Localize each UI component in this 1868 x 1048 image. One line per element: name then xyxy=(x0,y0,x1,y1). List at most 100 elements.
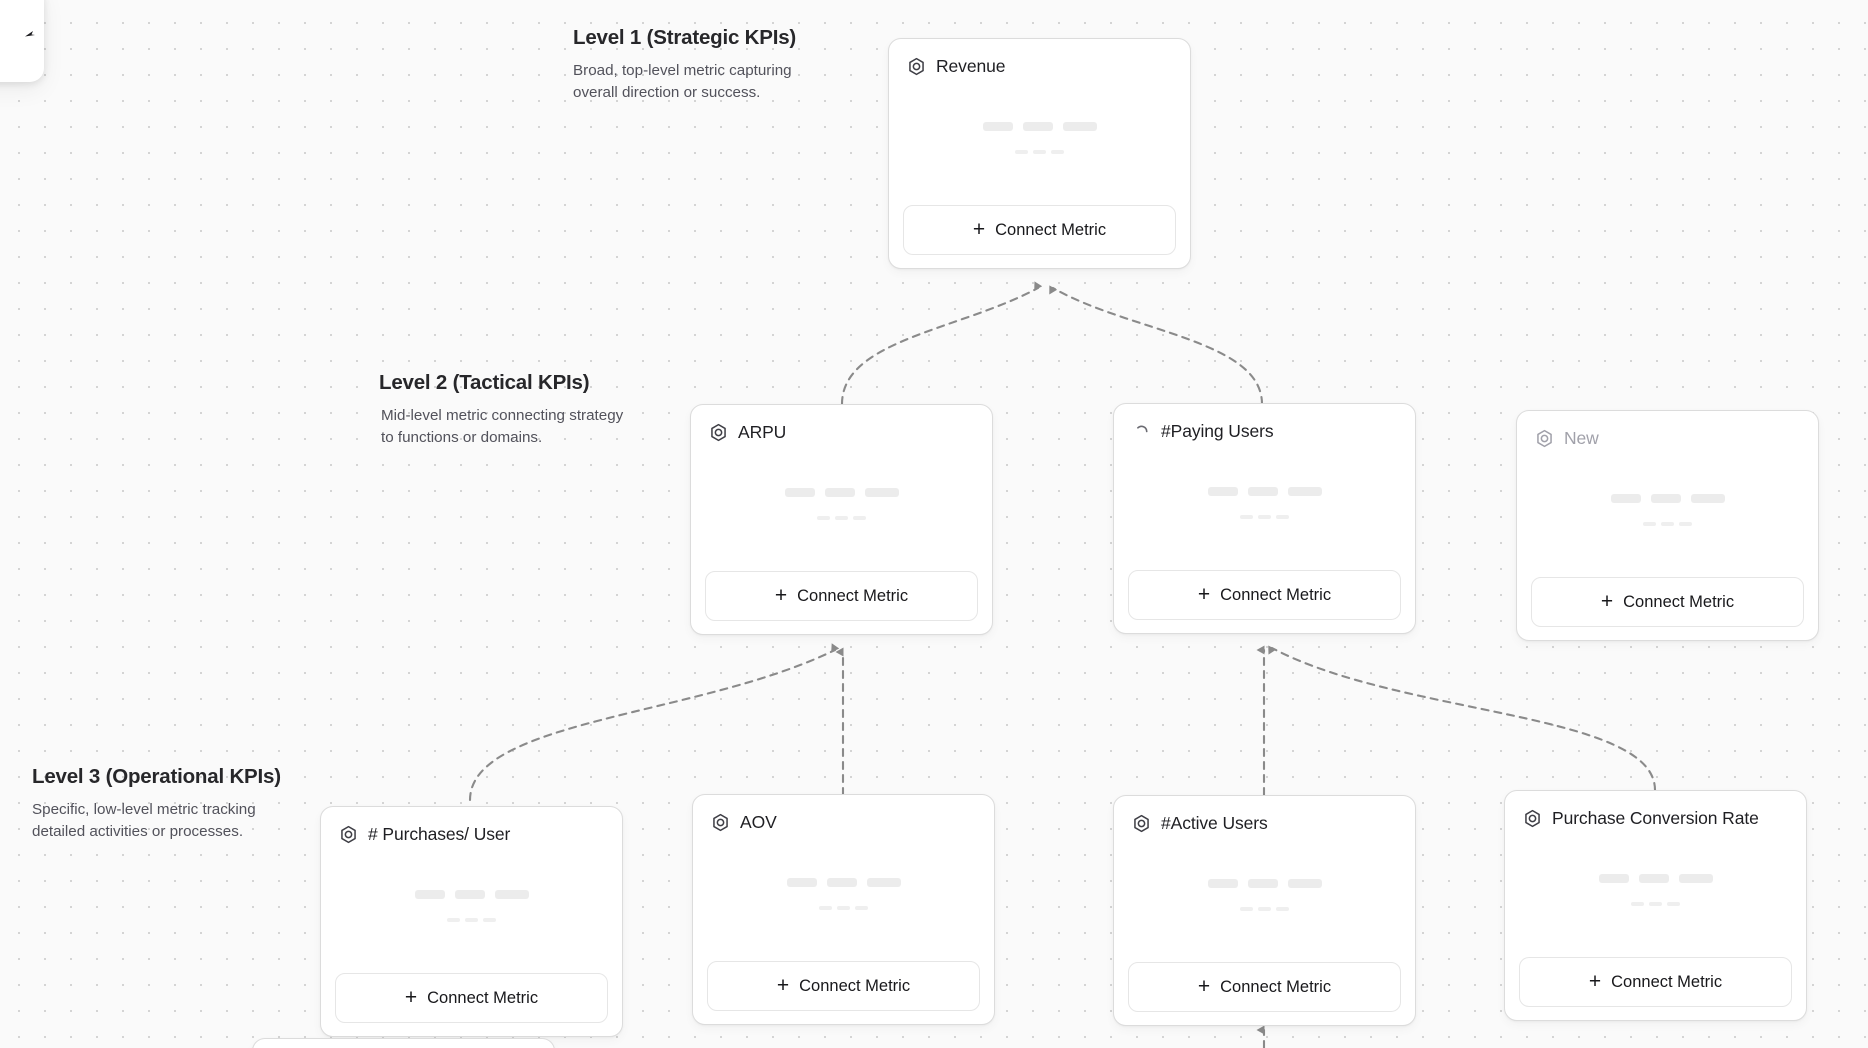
connect-metric-button[interactable]: + Connect Metric xyxy=(1128,962,1401,1012)
skeleton-bar xyxy=(1679,522,1692,526)
skeleton-bar xyxy=(494,890,529,899)
skeleton-bar xyxy=(483,918,496,922)
skeleton-bar xyxy=(1276,907,1289,911)
level-1-title: Level 1 (Strategic KPIs) xyxy=(573,26,797,49)
hexagon-icon xyxy=(709,423,728,442)
skeleton-bar xyxy=(1022,122,1053,131)
connect-metric-button[interactable]: + Connect Metric xyxy=(707,961,980,1011)
skeleton-bar xyxy=(1661,522,1674,526)
skeleton-row-primary xyxy=(414,890,529,899)
metric-card-paying-users[interactable]: #Paying Users + Connect Metric xyxy=(1113,403,1416,634)
hexagon-icon xyxy=(1535,429,1554,448)
skeleton-bar xyxy=(1033,150,1046,154)
skeleton-bar xyxy=(1598,874,1629,883)
skeleton-row-secondary xyxy=(1240,515,1289,519)
plus-icon: + xyxy=(972,218,986,241)
plus-icon: + xyxy=(1197,583,1211,606)
hexagon-icon xyxy=(1523,809,1542,828)
metric-card-offscreen-bottom[interactable] xyxy=(252,1038,555,1048)
metric-card-active-users[interactable]: #Active Users + Connect Metric xyxy=(1113,795,1416,1026)
skeleton-row-secondary xyxy=(819,906,868,910)
card-header: ARPU xyxy=(705,419,978,443)
skeleton-row-secondary xyxy=(447,918,496,922)
card-header: Purchase Conversion Rate xyxy=(1519,805,1792,829)
connect-metric-button[interactable]: + Connect Metric xyxy=(1531,577,1804,627)
metric-card-revenue[interactable]: Revenue + Connect Metric xyxy=(888,38,1191,269)
skeleton-bar xyxy=(837,906,850,910)
skeleton-row-primary xyxy=(1207,487,1322,496)
metric-card-new[interactable]: New + Connect Metric xyxy=(1516,410,1819,641)
connect-metric-button[interactable]: + Connect Metric xyxy=(335,973,608,1023)
skeleton-bar xyxy=(784,488,815,497)
skeleton-bar xyxy=(447,918,460,922)
card-skeleton-body xyxy=(1128,834,1401,962)
skeleton-bar xyxy=(853,516,866,520)
connect-metric-label: Connect Metric xyxy=(797,586,909,605)
floating-toolbar-panel[interactable] xyxy=(0,0,44,82)
card-skeleton-body xyxy=(1531,449,1804,577)
skeleton-row-secondary xyxy=(1240,907,1289,911)
connect-metric-label: Connect Metric xyxy=(1623,592,1735,611)
skeleton-bar xyxy=(1240,907,1253,911)
skeleton-row-primary xyxy=(982,122,1097,131)
card-title: Purchase Conversion Rate xyxy=(1552,808,1759,828)
card-header: AOV xyxy=(707,809,980,833)
skeleton-row-secondary xyxy=(1643,522,1692,526)
connect-metric-button[interactable]: + Connect Metric xyxy=(903,205,1176,255)
connect-metric-label: Connect Metric xyxy=(1611,972,1723,991)
connect-metric-button[interactable]: + Connect Metric xyxy=(1519,957,1792,1007)
skeleton-bar xyxy=(1287,879,1322,888)
skeleton-bar xyxy=(866,878,901,887)
skeleton-row-primary xyxy=(786,878,901,887)
metric-card-purchases-per-user[interactable]: # Purchases/ User + Connect Metric xyxy=(320,806,623,1037)
skeleton-bar xyxy=(454,890,485,899)
skeleton-bar xyxy=(1287,487,1322,496)
skeleton-row-primary xyxy=(784,488,899,497)
plus-icon: + xyxy=(404,986,418,1009)
card-header: Revenue xyxy=(903,53,1176,77)
card-header: # Purchases/ User xyxy=(335,821,608,845)
skeleton-bar xyxy=(864,488,899,497)
skeleton-bar xyxy=(1610,494,1641,503)
skeleton-bar xyxy=(1258,515,1271,519)
card-title: Revenue xyxy=(936,56,1006,76)
skeleton-bar xyxy=(1247,879,1278,888)
level-1-description: Broad, top-level metric capturing overal… xyxy=(573,62,792,101)
card-title: #Paying Users xyxy=(1161,421,1274,441)
card-skeleton-body xyxy=(335,845,608,973)
skeleton-row-primary xyxy=(1598,874,1713,883)
card-skeleton-body xyxy=(1519,829,1792,957)
metric-card-purchase-conversion-rate[interactable]: Purchase Conversion Rate + Connect Metri… xyxy=(1504,790,1807,1021)
metric-card-arpu[interactable]: ARPU + Connect Metric xyxy=(690,404,993,635)
skeleton-bar xyxy=(1643,522,1656,526)
card-skeleton-body xyxy=(903,77,1176,205)
level-3-description: Specific, low-level metric tracking deta… xyxy=(32,801,256,840)
skeleton-row-primary xyxy=(1610,494,1725,503)
skeleton-bar xyxy=(819,906,832,910)
level-3-title: Level 3 (Operational KPIs) xyxy=(32,765,281,788)
skeleton-row-secondary xyxy=(1631,902,1680,906)
skeleton-bar xyxy=(1276,515,1289,519)
connect-metric-button[interactable]: + Connect Metric xyxy=(1128,570,1401,620)
cursor-pointer-icon xyxy=(24,30,36,39)
skeleton-row-secondary xyxy=(817,516,866,520)
hexagon-icon xyxy=(339,825,358,844)
connect-metric-button[interactable]: + Connect Metric xyxy=(705,571,978,621)
spinner-icon xyxy=(1132,422,1151,441)
skeleton-bar xyxy=(1690,494,1725,503)
skeleton-bar xyxy=(835,516,848,520)
plus-icon: + xyxy=(776,974,790,997)
level-2-description: Mid-level metric connecting strategy to … xyxy=(381,407,624,446)
skeleton-bar xyxy=(824,488,855,497)
metric-card-aov[interactable]: AOV + Connect Metric xyxy=(692,794,995,1025)
skeleton-bar xyxy=(465,918,478,922)
skeleton-bar xyxy=(1051,150,1064,154)
skeleton-row-secondary xyxy=(1015,150,1064,154)
plus-icon: + xyxy=(774,584,788,607)
connect-metric-label: Connect Metric xyxy=(1220,585,1332,604)
connect-metric-label: Connect Metric xyxy=(799,976,911,995)
skeleton-bar xyxy=(1649,902,1662,906)
card-title: New xyxy=(1564,428,1599,448)
skeleton-bar xyxy=(1678,874,1713,883)
